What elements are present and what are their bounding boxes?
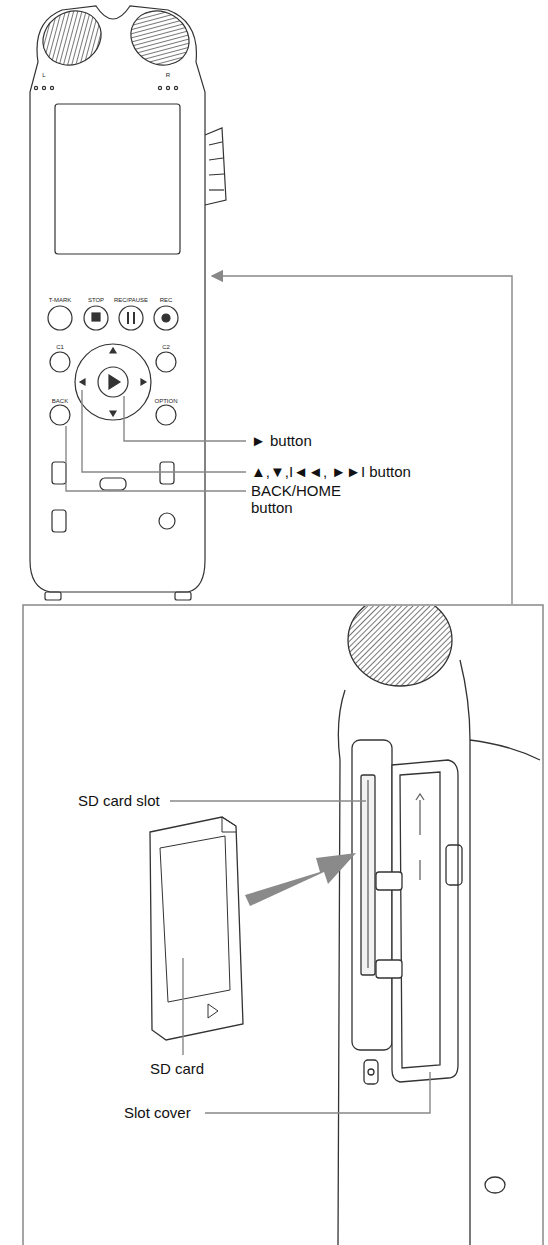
- detail-panel: [23, 605, 543, 1245]
- leader-lines: [66, 276, 512, 604]
- callout-label: SD card slot: [78, 792, 160, 809]
- channel-mark: R: [166, 72, 170, 79]
- callout-label: BACK/HOME button: [251, 482, 347, 517]
- button-label: REC: [160, 297, 173, 304]
- slot-detail: [338, 606, 540, 1245]
- leader-lines: [170, 801, 430, 1113]
- callout-label: Slot cover: [124, 1104, 191, 1121]
- recorder-front: [30, 0, 226, 600]
- insert-arrow: [245, 853, 356, 906]
- callout-label: ► button: [251, 432, 312, 449]
- sd-card: [150, 817, 243, 1040]
- button-label: REC/PAUSE: [114, 297, 148, 304]
- button-label: STOP: [88, 297, 104, 304]
- callout-label: ▲,▼,I◄◄, ►►I button: [251, 463, 411, 480]
- button-label: T-MARK: [49, 297, 72, 304]
- button-label: OPTION: [154, 398, 177, 405]
- button-label: BACK: [52, 398, 68, 405]
- button-label: C2: [162, 344, 170, 351]
- channel-mark: L: [42, 72, 45, 79]
- button-label: C1: [56, 344, 64, 351]
- callout-label: SD card: [150, 1060, 204, 1077]
